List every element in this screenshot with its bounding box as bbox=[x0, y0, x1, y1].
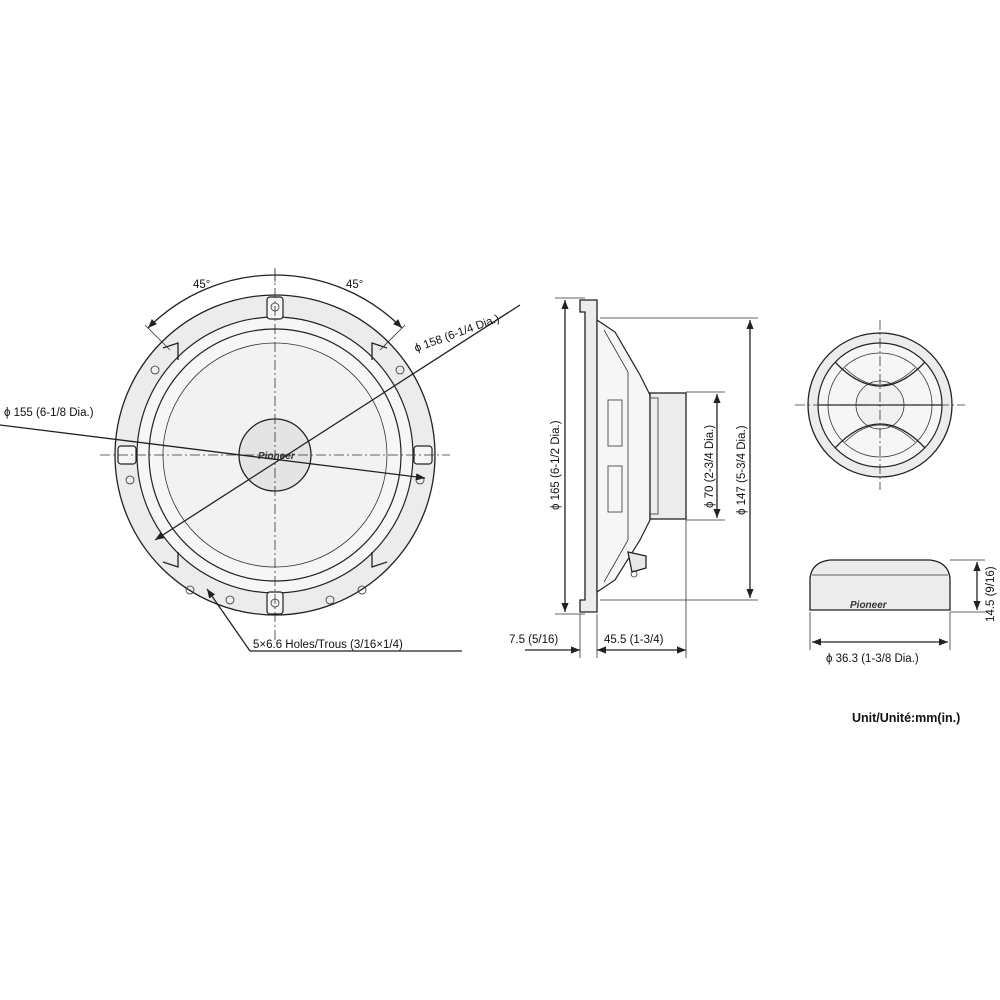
dia-158-label: ϕ 158 (6-1/4 Dia.) bbox=[413, 313, 501, 355]
tweeter-logo: Pioneer bbox=[850, 600, 888, 611]
dia-70-label: ϕ 70 (2-3/4 Dia.) bbox=[704, 425, 716, 508]
dia-155-label: ϕ 155 (6-1/8 Dia.) bbox=[4, 407, 94, 419]
angle-right-label: 45° bbox=[346, 279, 363, 291]
side-basket bbox=[596, 318, 651, 594]
tweeter-height-label: 14.5 (9/16) bbox=[985, 566, 997, 622]
side-view: ϕ 165 (6-1/2 Dia.) ϕ 70 (2-3/4 Dia.) ϕ 1… bbox=[509, 297, 758, 658]
tweeter-dia-label: ϕ 36.3 (1-3/8 Dia.) bbox=[826, 653, 919, 665]
angle-left-label: 45° bbox=[193, 279, 210, 291]
front-view: Pioneer bbox=[0, 268, 521, 652]
holes-dimension: 5×6.6 Holes/Trous (3/16×1/4) bbox=[206, 588, 462, 652]
dia-155-dimension: ϕ 155 (6-1/8 Dia.) bbox=[0, 407, 426, 481]
depth-flange-label: 7.5 (5/16) bbox=[509, 634, 558, 646]
angle-dimension: 45° 45° bbox=[144, 268, 406, 351]
side-magnet bbox=[649, 392, 687, 520]
unit-note: Unit/Unité:mm(in.) bbox=[852, 711, 960, 725]
side-terminal bbox=[627, 551, 647, 573]
dia-147-label: ϕ 147 (5-3/4 Dia.) bbox=[736, 425, 748, 515]
tweeter-side-view: Pioneer ϕ 36.3 (1-3/8 Dia.) 14.5 (9/16) bbox=[809, 559, 997, 665]
side-flange bbox=[579, 299, 598, 613]
tweeter-top-view bbox=[795, 320, 965, 490]
front-logo: Pioneer bbox=[258, 451, 296, 462]
dia-165-label: ϕ 165 (6-1/2 Dia.) bbox=[550, 420, 562, 510]
holes-label: 5×6.6 Holes/Trous (3/16×1/4) bbox=[253, 639, 403, 651]
depth-body-label: 45.5 (1-3/4) bbox=[604, 634, 664, 646]
